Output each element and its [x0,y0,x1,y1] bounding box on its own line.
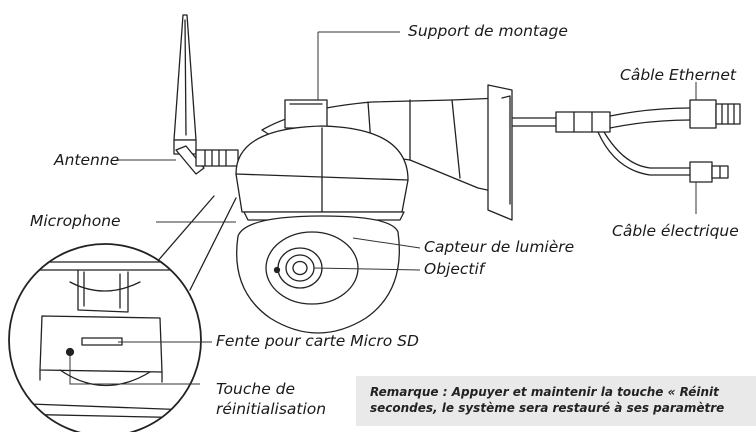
label-antenna: Antenne [54,151,120,169]
label-ethernet: Câble Ethernet [620,66,736,84]
camera-body [235,125,409,334]
note-line2: secondes, le système sera restauré à ses… [370,401,725,415]
label-light-sensor: Capteur de lumière [424,238,575,256]
cables [511,99,741,183]
detail-closeup [9,244,201,432]
leader-lines [69,31,697,385]
label-mount: Support de montage [408,22,568,40]
label-lens: Objectif [424,260,485,278]
note-line1: Remarque : Appuyer et maintenir la touch… [370,385,719,399]
label-reset-line2: réinitialisation [216,400,327,418]
label-microphone: Microphone [30,212,121,230]
zoom-callout [149,195,237,291]
note-box: Remarque : Appuyer et maintenir la touch… [356,376,756,426]
label-sd-slot: Fente pour carte Micro SD [216,332,419,350]
antenna-part [173,14,239,175]
label-reset-line1: Touche de [216,380,296,398]
label-power-cable: Câble électrique [612,222,739,240]
